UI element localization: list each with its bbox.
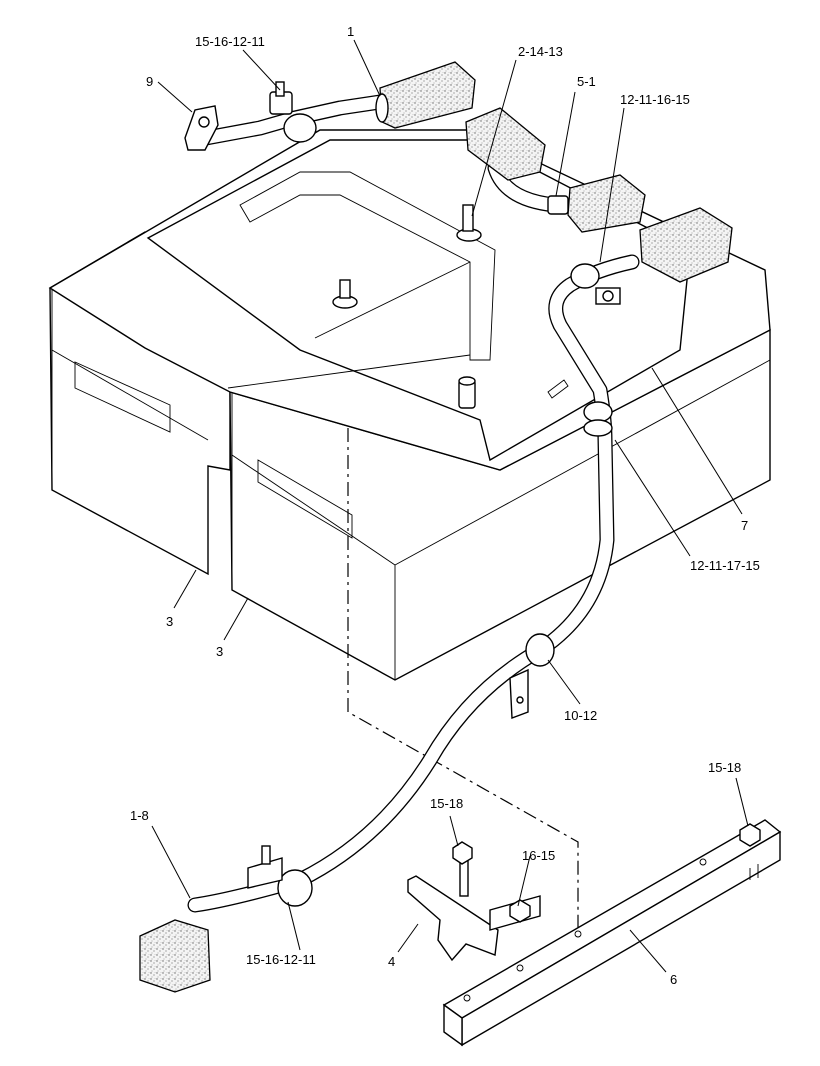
callout-7: 7	[741, 518, 748, 533]
bolt-left	[452, 841, 473, 865]
callout-3-left: 3	[166, 614, 173, 629]
nut-16-15	[509, 899, 531, 923]
callout-4: 4	[388, 954, 395, 969]
negative-cable-top	[184, 61, 476, 151]
callout-15-18-right: 15-18	[708, 760, 741, 775]
battery-box	[48, 129, 771, 681]
callout-9: 9	[146, 74, 153, 89]
callout-15-16-12-11-top: 15-16-12-11	[195, 34, 265, 49]
callout-labels: 15-16-12-11 1 9 2-14-13 5-1 12-11-16-15 …	[130, 24, 760, 987]
alignment-centerline	[347, 428, 579, 928]
callout-3-right: 3	[216, 644, 223, 659]
callout-15-18-left: 15-18	[430, 796, 463, 811]
tray-bar	[442, 819, 782, 1047]
callout-1-8: 1-8	[130, 808, 149, 823]
callout-1: 1	[347, 24, 354, 39]
callout-15-16-12-11-bottom: 15-16-12-11	[246, 952, 316, 967]
callout-5-1: 5-1	[577, 74, 596, 89]
callout-16-15: 16-15	[522, 848, 555, 863]
callout-10-12: 10-12	[564, 708, 597, 723]
hold-down-plate	[146, 139, 691, 462]
callout-12-11-17-15: 12-11-17-15	[690, 558, 760, 573]
bolt-right	[739, 823, 761, 847]
jumper-cable	[465, 107, 646, 233]
leader-lines	[151, 39, 749, 973]
positive-cable	[139, 207, 733, 993]
callout-12-11-16-15: 12-11-16-15	[620, 92, 690, 107]
callout-6: 6	[670, 972, 677, 987]
callout-2-14-13: 2-14-13	[518, 44, 563, 59]
